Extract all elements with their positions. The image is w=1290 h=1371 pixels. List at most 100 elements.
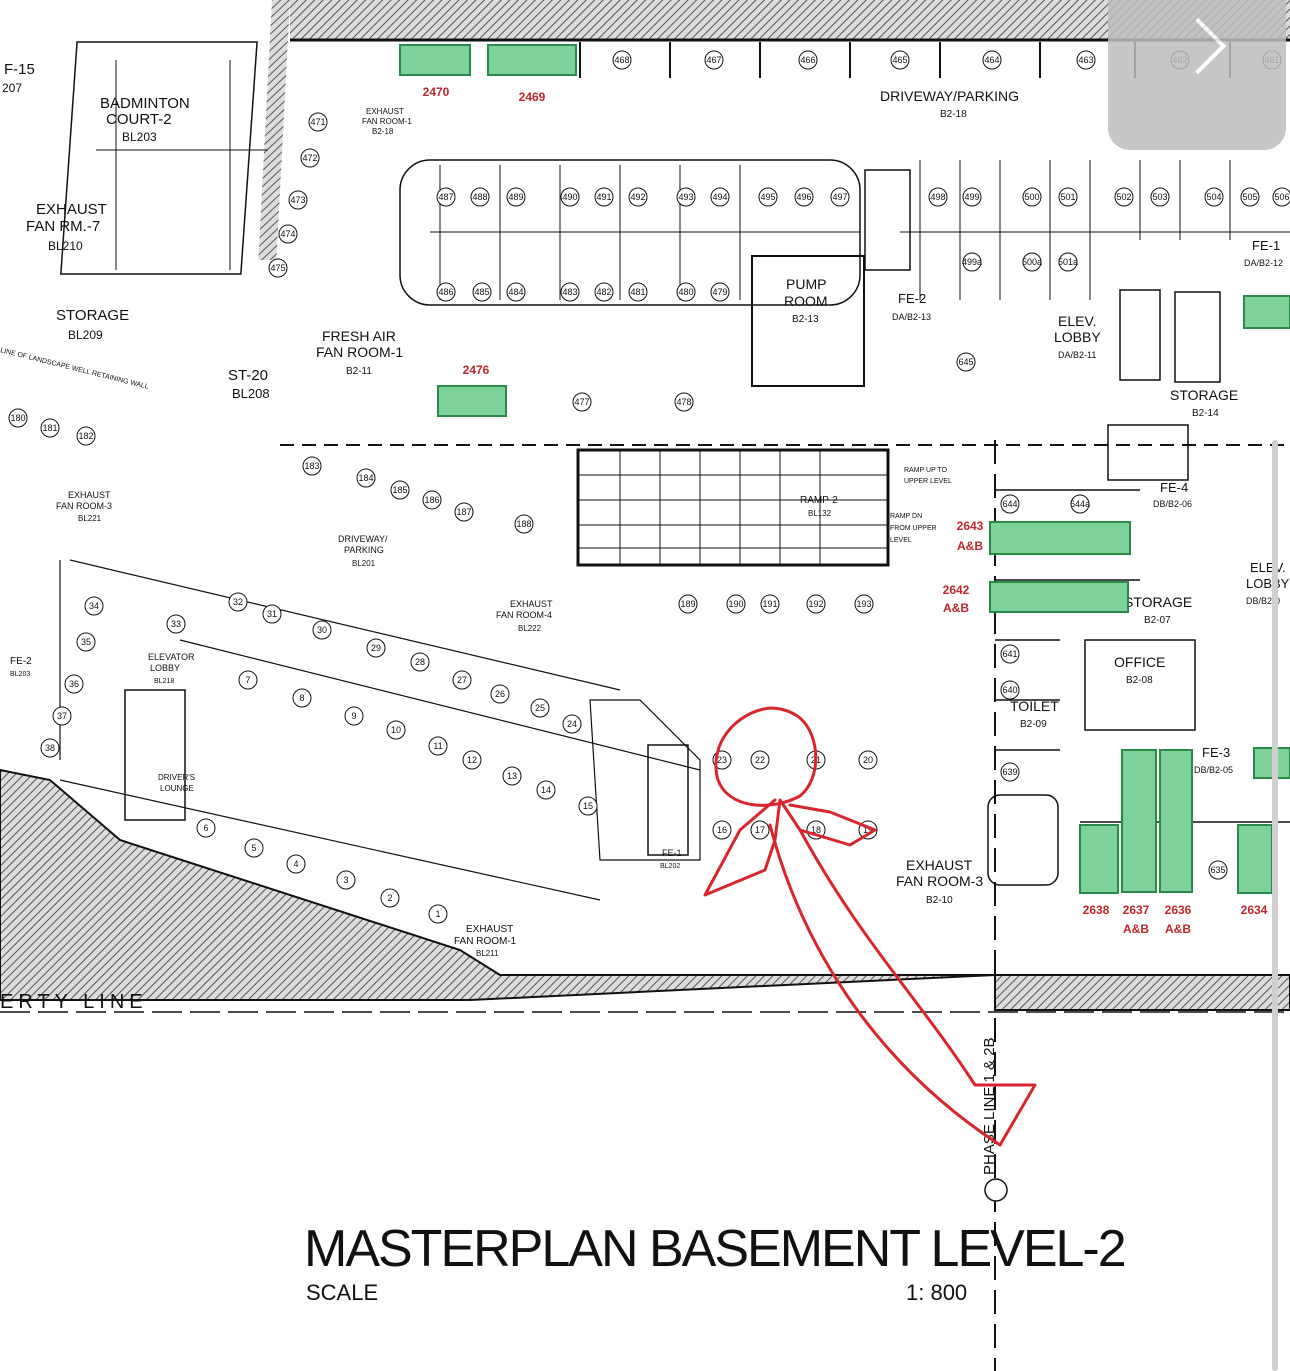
retaining-wall-label: LINE OF LANDSCAPE WELL RETAINING WALL (0, 347, 149, 391)
storage209-label: STORAGE (56, 307, 129, 324)
pump-label-1: PUMP (786, 276, 826, 292)
exhaust3-code: B2-10 (926, 895, 953, 906)
lot-number: 190 (728, 599, 743, 609)
lot-circle (462, 750, 482, 770)
lot-circle (758, 187, 778, 207)
exhaust7-code: BL210 (48, 239, 83, 253)
exhaust3-label-2: FAN ROOM-3 (896, 873, 983, 889)
lot-number: 1 (435, 909, 440, 919)
exhaust3left-code: BL221 (78, 514, 102, 523)
lot-circle (830, 187, 850, 207)
lot-number: 186 (424, 495, 439, 505)
freshair-label-2: FAN ROOM-1 (316, 344, 403, 360)
next-page-overlay[interactable] (1108, 0, 1286, 150)
lot-circle (300, 148, 320, 168)
lot-2469[interactable] (487, 44, 577, 76)
lot-number: 494 (712, 192, 727, 202)
phase-line-marker (984, 1178, 1008, 1202)
lot-number: 181 (42, 423, 57, 433)
fe4-label: FE-4 (1160, 480, 1188, 495)
lot-number: 12 (467, 755, 477, 765)
lot-number: 182 (78, 431, 93, 441)
lot-number: 20 (863, 755, 873, 765)
lot-circle (76, 632, 96, 652)
lot-2636[interactable] (1159, 749, 1193, 893)
lot-circle (336, 870, 356, 890)
lot-circle (292, 688, 312, 708)
lot-number: 192 (808, 599, 823, 609)
lot-number: 478 (676, 397, 691, 407)
fe1-code: DA/B2-12 (1244, 258, 1283, 268)
lot-circle (858, 750, 878, 770)
exhaust1top-label-1: EXHAUST (366, 107, 404, 116)
st20-label: ST-20 (228, 367, 268, 384)
elevatorlobby-label-2: LOBBY (150, 663, 180, 673)
lot-number: 500a (1022, 257, 1042, 267)
rampup-label-2: UPPER LEVEL (904, 478, 952, 485)
lot-circle (308, 112, 328, 132)
lot-number: 464 (984, 55, 999, 65)
lot-circle (278, 224, 298, 244)
lot-number: 644a (1070, 499, 1090, 509)
lot-circle (890, 50, 910, 70)
lot-number: 644 (1002, 499, 1017, 509)
elevlobby-code: DA/B2-11 (1058, 350, 1096, 360)
lot-number: 16 (717, 825, 727, 835)
lot-2636-sub: A&B (1165, 922, 1191, 936)
lot-circle (710, 187, 730, 207)
lot-number: 37 (57, 711, 67, 721)
lot-circle (712, 820, 732, 840)
red-annotation (703, 706, 1037, 1147)
lot-number: 641 (1002, 649, 1017, 659)
lot-number: 35 (81, 637, 91, 647)
lot-circle (244, 838, 264, 858)
lot-number: 27 (457, 675, 467, 685)
annotation-arrow (768, 823, 1037, 1147)
lot-circle (410, 652, 430, 672)
lot-number: 10 (391, 725, 401, 735)
lot-circle (506, 187, 526, 207)
lot-circle (676, 187, 696, 207)
st20-code: BL208 (232, 386, 270, 401)
lot-number: 22 (755, 755, 765, 765)
lot-number: 503 (1152, 192, 1167, 202)
lot-2634-label: 2634 (1241, 903, 1268, 917)
toilet-code: B2-09 (1020, 719, 1047, 730)
chevron-right-icon (1169, 17, 1227, 75)
lot-circle (726, 594, 746, 614)
lot-2643-sub: A&B (957, 539, 983, 553)
lot-number: 473 (290, 195, 305, 205)
lot-circle (436, 187, 456, 207)
vertical-scrollbar[interactable] (1272, 440, 1278, 1371)
driveway-mid-label-1: DRIVEWAY/ (338, 534, 388, 544)
exhaust3-label-1: EXHAUST (906, 857, 973, 873)
lot-number: 9 (351, 711, 356, 721)
lot-circle (1114, 187, 1134, 207)
lot-circle (454, 502, 474, 522)
lot-2638[interactable] (1079, 824, 1119, 894)
lot-2470[interactable] (399, 44, 471, 76)
exhaust4-label-1: EXHAUST (510, 599, 553, 609)
lot-2642[interactable] (989, 581, 1129, 613)
scale-label: SCALE (306, 1280, 378, 1305)
badminton-label-2: COURT-2 (106, 111, 172, 128)
lot-circle (286, 854, 306, 874)
lot-2643[interactable] (989, 521, 1131, 555)
lot-number: 467 (706, 55, 721, 65)
lot-2637[interactable] (1121, 749, 1157, 893)
lot-circle (490, 684, 510, 704)
ramp2-code: BL132 (808, 509, 832, 518)
fe3-label: FE-3 (1202, 745, 1230, 760)
pump-label-2: ROOM (784, 293, 828, 309)
storage07-label: STORAGE (1124, 594, 1192, 610)
lot-number: 499 (964, 192, 979, 202)
lot-number: 501 (1060, 192, 1075, 202)
fe1-label: FE-1 (1252, 238, 1280, 253)
lot-2476[interactable] (437, 385, 507, 417)
lot-number: 4 (293, 859, 298, 869)
lot-2634[interactable] (1237, 824, 1273, 894)
property-line-label: ERTY LINE (0, 991, 148, 1013)
lot-2638-label: 2638 (1083, 903, 1110, 917)
lot-number: 32 (233, 597, 243, 607)
